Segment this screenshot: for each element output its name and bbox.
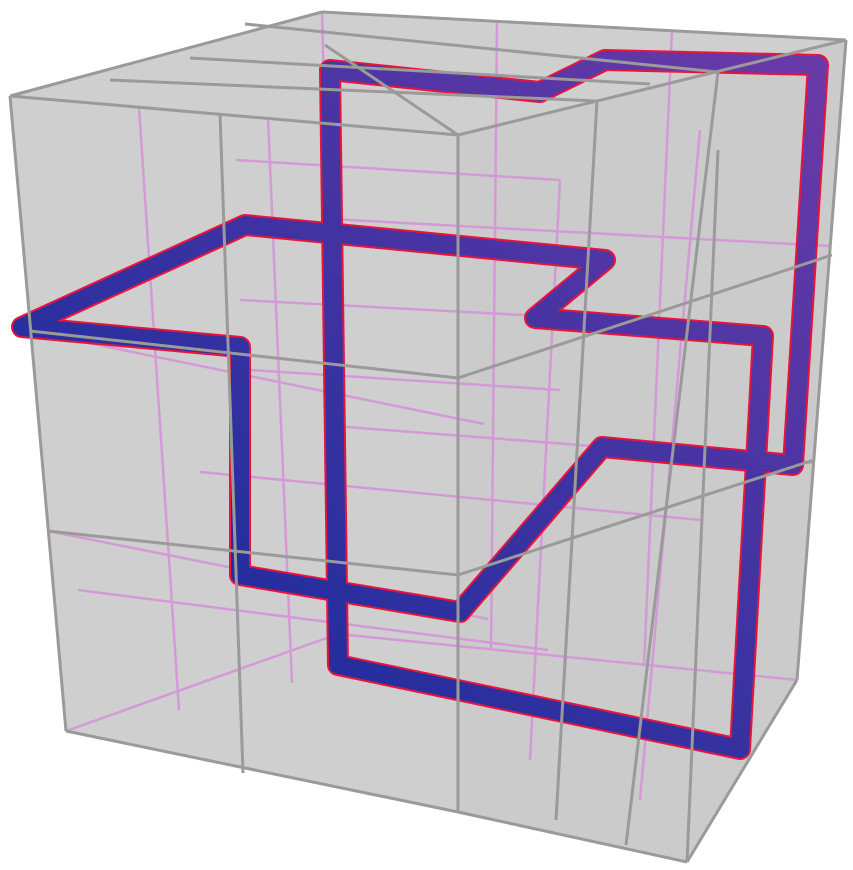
cube-diagram [0, 0, 853, 870]
cube-svg [0, 0, 853, 870]
